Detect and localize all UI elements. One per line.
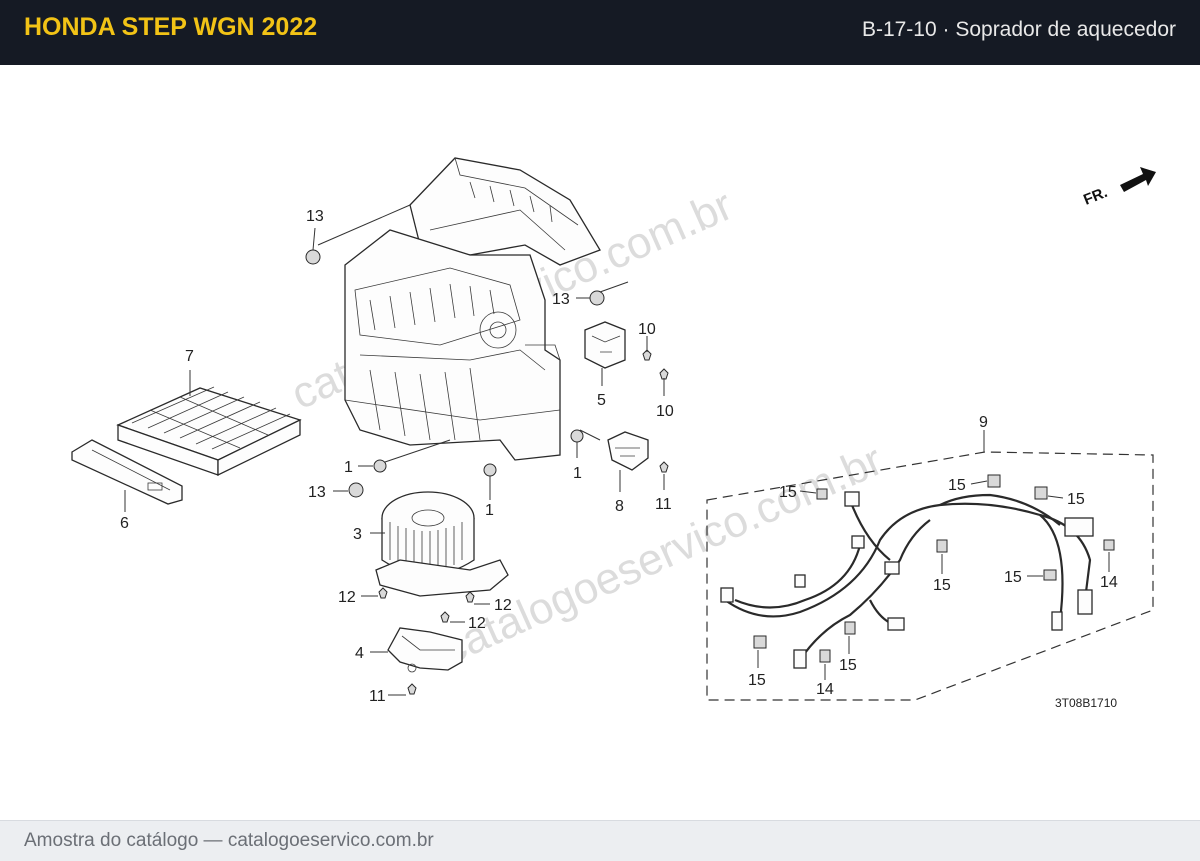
callout-12-right: 12 (494, 597, 512, 614)
header-bar: HONDA STEP WGN 2022 B-17-10 · Soprador d… (0, 0, 1200, 65)
callout-1-right: 1 (573, 465, 582, 482)
callout-14-bottom: 14 (816, 681, 834, 698)
fasteners (305, 249, 669, 695)
blower-housing-assembly (344, 157, 601, 461)
callout-1-center: 1 (485, 502, 494, 519)
front-label: FR. (1081, 184, 1110, 209)
callout-15-c: 15 (1067, 491, 1085, 508)
callout-15-b: 15 (948, 477, 966, 494)
callout-15-a: 15 (779, 484, 797, 501)
callout-6: 6 (120, 515, 129, 532)
drawing-code: 3T08B1710 (1055, 696, 1117, 710)
harness-clips (753, 474, 1115, 663)
cabin-air-filter (116, 386, 302, 477)
callout-4: 4 (355, 645, 364, 662)
filter-cover (71, 439, 183, 505)
callout-12-left: 12 (338, 589, 356, 606)
callout-5: 5 (597, 392, 606, 409)
callout-labels: 13 13 10 10 5 7 6 1 13 1 1 3 8 11 12 12 … (120, 208, 1118, 705)
footer-bar: Amostra do catálogo — catalogoeservico.c… (0, 820, 1200, 861)
callout-15-f: 15 (839, 657, 857, 674)
motor-duct (387, 627, 463, 673)
callout-15-g: 15 (748, 672, 766, 689)
callout-10-top: 10 (638, 321, 656, 338)
callout-15-d: 15 (933, 577, 951, 594)
section-code: B-17-10 · Soprador de aquecedor (861, 18, 1176, 41)
front-arrow-icon (1120, 167, 1156, 192)
callout-12-center: 12 (468, 615, 486, 632)
callout-13-top: 13 (306, 208, 324, 225)
blower-motor (375, 491, 509, 597)
callout-11-right: 11 (655, 496, 672, 513)
callout-11-bottom: 11 (369, 688, 386, 705)
callout-1-left: 1 (344, 459, 353, 476)
wire-harness-assembly (706, 451, 1154, 701)
callout-15-e: 15 (1004, 569, 1022, 586)
callout-7: 7 (185, 348, 194, 365)
callout-13-right: 13 (552, 291, 570, 308)
bracket-8 (607, 431, 649, 471)
front-direction-marker: FR. (1081, 167, 1156, 209)
callout-13-left: 13 (308, 484, 326, 501)
page-title: HONDA STEP WGN 2022 (24, 13, 318, 41)
callout-3: 3 (353, 526, 362, 543)
leader-lines (124, 204, 1110, 696)
callout-10-bottom: 10 (656, 403, 674, 420)
callout-14-right: 14 (1100, 574, 1118, 591)
blower-resistor (584, 321, 626, 369)
callout-8: 8 (615, 498, 624, 515)
callout-9: 9 (979, 414, 988, 431)
diagram-canvas: catalogoeservico.com.br catalogoeservico… (71, 157, 1156, 710)
parts-diagram: catalogoeservico.com.br catalogoeservico… (0, 65, 1200, 820)
footer-note: Amostra do catálogo — catalogoeservico.c… (24, 830, 434, 851)
